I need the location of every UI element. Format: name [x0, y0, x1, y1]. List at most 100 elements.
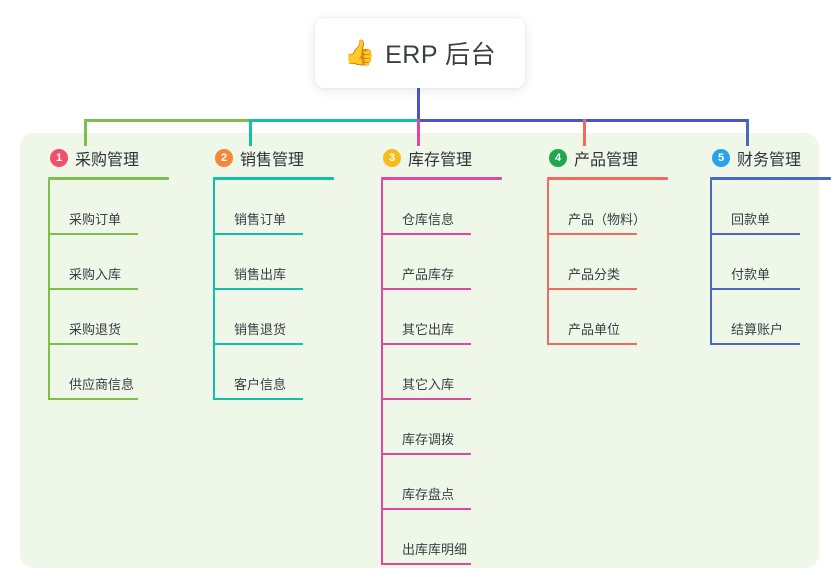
column-product: 4 产品管理 产品（物料） 产品分类产品单位	[529, 145, 689, 345]
leaf-underline	[48, 288, 138, 290]
leaf-list-5: 回款单付款单结算账户	[710, 180, 839, 345]
column-rule-4	[547, 177, 668, 180]
leaf-underline	[547, 343, 637, 345]
leaf-underline	[547, 288, 637, 290]
leaf-item[interactable]: 其它入库	[381, 345, 523, 400]
leaf-item[interactable]: 产品（物料）	[547, 180, 689, 235]
leaf-underline	[381, 398, 471, 400]
leaf-spine	[48, 290, 50, 345]
leaf-spine	[381, 455, 383, 510]
leaf-underline	[381, 453, 471, 455]
leaf-item[interactable]: 付款单	[710, 235, 839, 290]
leaf-label: 产品分类	[568, 267, 621, 282]
leaf-item[interactable]: 回款单	[710, 180, 839, 235]
leaf-underline	[381, 343, 471, 345]
leaf-spine	[547, 235, 549, 290]
leaf-underline	[381, 288, 471, 290]
leaf-item[interactable]: 库存盘点	[381, 455, 523, 510]
column-inventory: 3 库存管理 仓库信息产品库存其它出库其它入库库存调拨库存盘点出库库明细	[363, 145, 523, 565]
leaf-spine	[381, 400, 383, 455]
column-header-2[interactable]: 2 销售管理	[195, 145, 355, 171]
leaf-spine	[710, 235, 712, 290]
column-rule-5	[710, 177, 831, 180]
leaf-spine	[48, 235, 50, 290]
leaf-list-4: 产品（物料） 产品分类产品单位	[547, 180, 689, 345]
leaf-underline	[381, 233, 471, 235]
leaf-item[interactable]: 产品单位	[547, 290, 689, 345]
leaf-item[interactable]: 出库库明细	[381, 510, 523, 565]
column-sales: 2 销售管理 销售订单销售出库销售退货客户信息	[195, 145, 355, 400]
leaf-label: 产品（物料）	[568, 212, 647, 227]
leaf-label: 库存调拨	[402, 432, 455, 447]
column-header-3[interactable]: 3 库存管理	[363, 145, 523, 171]
leaf-item[interactable]: 采购订单	[48, 180, 190, 235]
leaf-item[interactable]: 销售退货	[213, 290, 355, 345]
leaf-item[interactable]: 产品库存	[381, 235, 523, 290]
leaf-label: 采购订单	[69, 212, 122, 227]
leaf-underline	[381, 508, 471, 510]
leaf-spine	[381, 290, 383, 345]
leaf-spine	[48, 180, 50, 235]
badge-5: 5	[712, 149, 730, 167]
leaf-underline	[213, 398, 303, 400]
leaf-item[interactable]: 销售出库	[213, 235, 355, 290]
leaf-underline	[381, 563, 471, 565]
leaf-label: 仓库信息	[402, 212, 455, 227]
leaf-underline	[213, 343, 303, 345]
leaf-underline	[710, 288, 800, 290]
badge-3: 3	[383, 149, 401, 167]
column-rule-2	[213, 177, 334, 180]
leaf-label: 结算账户	[731, 322, 784, 337]
leaf-underline	[48, 233, 138, 235]
leaf-label: 其它出库	[402, 322, 455, 337]
leaf-item[interactable]: 库存调拨	[381, 400, 523, 455]
leaf-label: 库存盘点	[402, 487, 455, 502]
leaf-spine	[213, 345, 215, 400]
leaf-label: 销售出库	[234, 267, 287, 282]
column-purchasing: 1 采购管理 采购订单采购入库采购退货供应商信息	[30, 145, 190, 400]
column-title-2: 销售管理	[240, 152, 305, 169]
leaf-spine	[381, 235, 383, 290]
leaf-item[interactable]: 供应商信息	[48, 345, 190, 400]
leaf-spine	[547, 290, 549, 345]
leaf-spine	[213, 180, 215, 235]
diagram-panel	[20, 133, 819, 568]
leaf-item[interactable]: 仓库信息	[381, 180, 523, 235]
leaf-item[interactable]: 产品分类	[547, 235, 689, 290]
leaf-item[interactable]: 其它出库	[381, 290, 523, 345]
root-stem-connector	[417, 88, 420, 122]
leaf-spine	[381, 180, 383, 235]
drop-connector-4	[583, 119, 586, 146]
column-header-1[interactable]: 1 采购管理	[30, 145, 190, 171]
leaf-label: 出库库明细	[402, 542, 468, 557]
leaf-spine	[213, 235, 215, 290]
leaf-label: 销售订单	[234, 212, 287, 227]
column-header-5[interactable]: 5 财务管理	[692, 145, 839, 171]
leaf-spine	[381, 345, 383, 400]
leaf-label: 产品库存	[402, 267, 455, 282]
leaf-spine	[381, 510, 383, 565]
leaf-item[interactable]: 采购退货	[48, 290, 190, 345]
leaf-underline	[710, 233, 800, 235]
root-node[interactable]: 👍 ERP 后台	[315, 18, 525, 88]
leaf-spine	[213, 290, 215, 345]
thumbs-up-icon: 👍	[343, 38, 376, 67]
leaf-underline	[547, 233, 637, 235]
leaf-spine	[710, 290, 712, 345]
column-header-4[interactable]: 4 产品管理	[529, 145, 689, 171]
leaf-label: 付款单	[731, 267, 771, 282]
leaf-item[interactable]: 结算账户	[710, 290, 839, 345]
leaf-underline	[48, 343, 138, 345]
leaf-underline	[48, 398, 138, 400]
leaf-item[interactable]: 客户信息	[213, 345, 355, 400]
leaf-spine	[547, 180, 549, 235]
leaf-underline	[213, 233, 303, 235]
column-rule-3	[381, 177, 502, 180]
badge-2: 2	[215, 149, 233, 167]
leaf-label: 供应商信息	[69, 377, 135, 392]
leaf-list-1: 采购订单采购入库采购退货供应商信息	[48, 180, 190, 400]
leaf-item[interactable]: 采购入库	[48, 235, 190, 290]
leaf-item[interactable]: 销售订单	[213, 180, 355, 235]
leaf-list-2: 销售订单销售出库销售退货客户信息	[213, 180, 355, 400]
